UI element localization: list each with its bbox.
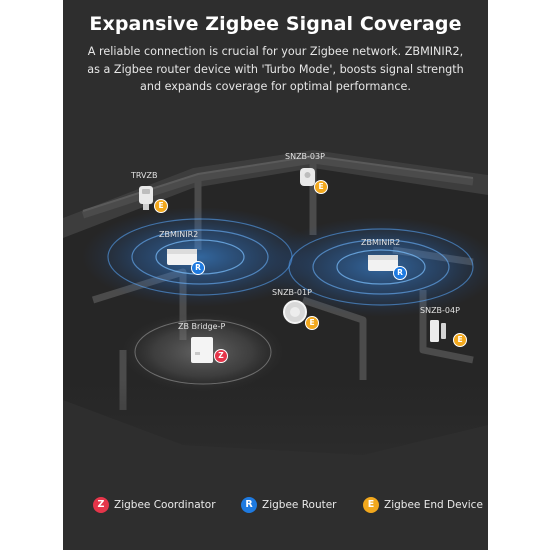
legend-label-router: Zigbee Router xyxy=(262,499,337,511)
label-bridge: ZB Bridge-P xyxy=(178,322,226,331)
zbminir2-right-device xyxy=(368,255,398,271)
end-device-e-icon: E xyxy=(154,199,168,213)
legend-item-router: R Zigbee Router xyxy=(241,493,337,517)
snzb03p-device xyxy=(300,168,315,186)
end-device-e-icon: E xyxy=(363,497,379,513)
legend-item-end-device: E Zigbee End Device xyxy=(363,493,483,517)
zbminir2-left-device xyxy=(167,249,197,265)
snzb04p-device xyxy=(430,320,446,342)
label-snzb01p: SNZB-01P xyxy=(272,288,312,297)
page-description: A reliable connection is crucial for you… xyxy=(87,45,464,93)
snzb01p-device xyxy=(283,300,307,324)
legend: Z Zigbee Coordinator R Zigbee Router E Z… xyxy=(63,493,488,517)
label-zbminir2-left: ZBMINIR2 xyxy=(159,230,199,239)
floor-plan-scene xyxy=(63,150,488,490)
infographic-panel: Expansive Zigbee Signal Coverage A relia… xyxy=(63,0,488,550)
router-r-icon: R xyxy=(241,497,257,513)
label-trvzb: TRVZB xyxy=(131,171,158,180)
label-snzb03p: SNZB-03P xyxy=(285,152,325,161)
router-r-icon: R xyxy=(393,266,407,280)
page-title: Expansive Zigbee Signal Coverage xyxy=(89,13,462,35)
bridge-device xyxy=(191,337,213,363)
legend-label-coordinator: Zigbee Coordinator xyxy=(114,499,216,511)
end-device-e-icon: E xyxy=(453,333,467,347)
floor-plan xyxy=(63,150,488,490)
zigbee-z-icon: Z xyxy=(93,497,109,513)
label-zbminir2-right: ZBMINIR2 xyxy=(361,238,401,247)
trvzb-device xyxy=(139,186,153,210)
label-snzb04p: SNZB-04P xyxy=(420,306,460,315)
router-r-icon: R xyxy=(191,261,205,275)
end-device-e-icon: E xyxy=(314,180,328,194)
legend-label-end-device: Zigbee End Device xyxy=(384,499,483,511)
end-device-e-icon: E xyxy=(305,316,319,330)
zigbee-z-icon: Z xyxy=(214,349,228,363)
legend-item-coordinator: Z Zigbee Coordinator xyxy=(93,493,216,517)
